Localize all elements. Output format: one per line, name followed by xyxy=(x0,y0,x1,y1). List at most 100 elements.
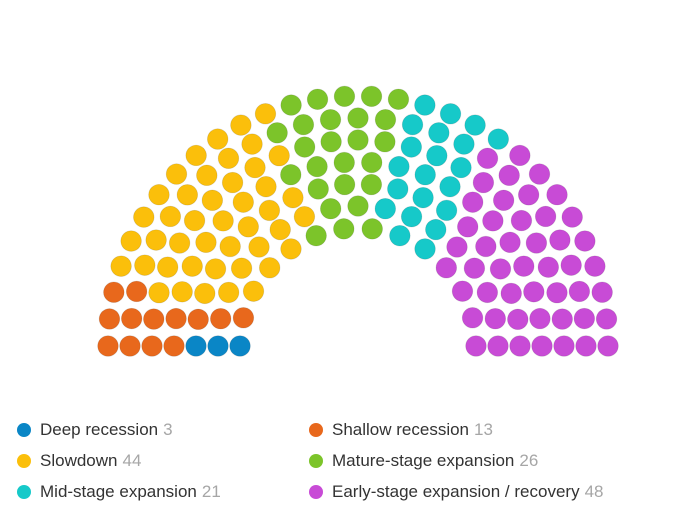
legend-item-early-stage-expansion: Early-stage expansion / recovery 48 xyxy=(309,480,603,504)
seat-mature-stage-expansion xyxy=(306,155,328,178)
seat-early-stage-expansion-recovery xyxy=(510,209,533,232)
seat-early-stage-expansion-recovery xyxy=(561,206,583,228)
seat-slowdown xyxy=(244,156,266,179)
seat-slowdown xyxy=(232,191,254,213)
seat-mature-stage-expansion xyxy=(320,131,342,153)
legend-count-shallow-recession: 13 xyxy=(474,420,493,439)
seat-shallow-recession xyxy=(143,308,165,330)
seat-early-stage-expansion-recovery xyxy=(484,307,507,330)
seat-mid-stage-expansion xyxy=(426,144,448,167)
seat-deep-recession xyxy=(207,335,229,357)
seat-early-stage-expansion-recovery xyxy=(509,144,531,167)
seat-mature-stage-expansion xyxy=(374,131,396,153)
seat-shallow-recession xyxy=(187,308,209,331)
seat-mature-stage-expansion xyxy=(293,136,316,158)
legend-marker-deep-recession xyxy=(17,423,31,437)
seat-slowdown xyxy=(148,281,170,304)
seat-slowdown xyxy=(133,206,155,228)
seat-shallow-recession xyxy=(163,335,185,357)
seat-shallow-recession xyxy=(232,307,255,329)
seat-slowdown xyxy=(110,255,132,277)
seat-slowdown xyxy=(171,281,193,303)
seat-mature-stage-expansion xyxy=(333,218,355,240)
seat-early-stage-expansion-recovery xyxy=(451,280,474,302)
legend-label-shallow-recession: Shallow recession xyxy=(332,420,470,439)
seat-slowdown xyxy=(242,280,265,302)
seat-slowdown xyxy=(230,257,253,279)
seat-slowdown xyxy=(148,184,170,206)
seat-early-stage-expansion-recovery xyxy=(549,229,571,251)
seat-mature-stage-expansion xyxy=(319,108,342,131)
seat-mid-stage-expansion xyxy=(401,113,424,136)
seat-mature-stage-expansion xyxy=(361,151,383,174)
legend-marker-mature-stage-expansion xyxy=(309,454,323,468)
seat-early-stage-expansion-recovery xyxy=(435,257,458,279)
seat-slowdown xyxy=(183,209,206,232)
seat-early-stage-expansion-recovery xyxy=(457,216,479,238)
seat-mature-stage-expansion xyxy=(307,178,329,200)
seat-early-stage-expansion-recovery xyxy=(461,307,484,329)
seat-mid-stage-expansion xyxy=(389,224,411,247)
legend-marker-mid-stage-expansion xyxy=(17,485,31,499)
seat-slowdown xyxy=(269,218,291,241)
seat-mature-stage-expansion xyxy=(280,94,302,116)
seat-mid-stage-expansion xyxy=(439,175,461,198)
seat-shallow-recession xyxy=(103,281,125,303)
seat-early-stage-expansion-recovery xyxy=(560,254,582,276)
seat-mature-stage-expansion xyxy=(347,129,369,151)
seat-mid-stage-expansion xyxy=(464,114,486,136)
seat-mature-stage-expansion xyxy=(306,88,329,110)
seat-early-stage-expansion-recovery xyxy=(476,281,499,304)
seat-early-stage-expansion-recovery xyxy=(531,335,553,357)
seat-slowdown xyxy=(195,231,217,254)
seat-mid-stage-expansion xyxy=(425,218,447,241)
seat-deep-recession xyxy=(229,335,251,357)
seat-early-stage-expansion-recovery xyxy=(575,335,597,357)
seat-mid-stage-expansion xyxy=(428,122,450,144)
seat-shallow-recession xyxy=(97,335,119,357)
legend-count-deep-recession: 3 xyxy=(163,420,173,439)
seat-mid-stage-expansion xyxy=(435,199,458,222)
seat-slowdown xyxy=(221,171,244,194)
seat-slowdown xyxy=(219,235,241,258)
seat-early-stage-expansion-recovery xyxy=(537,256,560,278)
seat-slowdown xyxy=(280,238,302,260)
seat-mature-stage-expansion xyxy=(347,107,369,129)
legend-label-early-stage-expansion: Early-stage expansion / recovery xyxy=(332,482,580,501)
seat-slowdown xyxy=(241,133,263,155)
parliament-chart xyxy=(97,85,619,357)
seat-early-stage-expansion-recovery xyxy=(500,282,522,305)
legend-marker-shallow-recession xyxy=(309,423,323,437)
seat-early-stage-expansion-recovery xyxy=(529,307,551,330)
seat-mature-stage-expansion xyxy=(361,218,383,240)
seat-mature-stage-expansion xyxy=(333,173,356,196)
seat-mid-stage-expansion xyxy=(487,128,510,150)
seat-slowdown xyxy=(165,163,188,185)
seat-early-stage-expansion-recovery xyxy=(492,189,515,212)
seat-early-stage-expansion-recovery xyxy=(509,335,531,357)
seat-slowdown xyxy=(268,144,290,167)
seat-mid-stage-expansion xyxy=(414,164,436,186)
seat-early-stage-expansion-recovery xyxy=(546,184,568,206)
legend-marker-early-stage-expansion xyxy=(309,485,323,499)
seat-mid-stage-expansion xyxy=(414,94,436,116)
seat-slowdown xyxy=(254,103,277,125)
legend-label-deep-recession: Deep recession xyxy=(40,420,159,439)
seat-mid-stage-expansion xyxy=(388,155,410,178)
seat-early-stage-expansion-recovery xyxy=(568,280,591,303)
seat-mid-stage-expansion xyxy=(439,103,462,125)
seat-slowdown xyxy=(176,184,199,206)
seat-early-stage-expansion-recovery xyxy=(591,281,613,303)
legend-item-mature-stage-expansion: Mature-stage expansion 26 xyxy=(309,449,538,473)
seat-mid-stage-expansion xyxy=(387,178,409,200)
seat-early-stage-expansion-recovery xyxy=(499,231,521,254)
seat-shallow-recession xyxy=(125,280,148,303)
seat-slowdown xyxy=(194,282,216,305)
seat-slowdown xyxy=(230,114,252,136)
seat-slowdown xyxy=(134,254,156,276)
seat-early-stage-expansion-recovery xyxy=(498,164,520,187)
seat-early-stage-expansion-recovery xyxy=(597,335,619,357)
seat-early-stage-expansion-recovery xyxy=(523,281,545,303)
seat-early-stage-expansion-recovery xyxy=(476,147,499,170)
seat-mature-stage-expansion xyxy=(360,173,383,196)
